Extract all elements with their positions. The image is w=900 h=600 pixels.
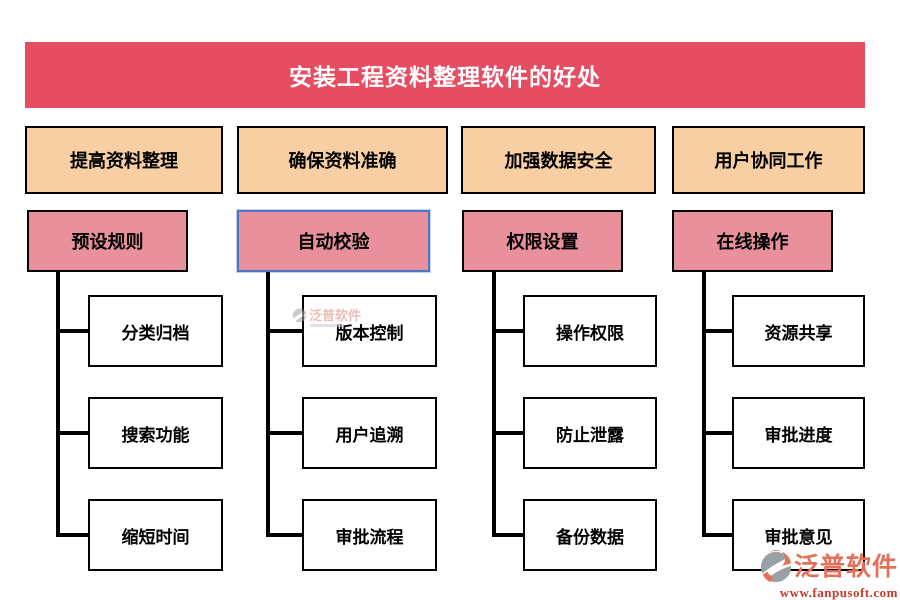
connector-stub [56,431,88,435]
connector-stub [266,533,302,537]
connector-trunk [492,270,496,537]
leaf-box[interactable]: 资源共享 [732,295,865,367]
connector-stub [266,329,302,333]
brand-name: 泛普软件 [793,552,898,581]
column-header-label: 确保资料准确 [288,151,397,171]
page-title: 安装工程资料整理软件的好处 [289,64,601,90]
leaf-box[interactable]: 缩短时间 [88,499,223,571]
branding: 泛普软件 www.fanpusoft.com [752,550,898,599]
leaf-box[interactable]: 操作权限 [523,295,657,367]
leaf-box[interactable]: 审批流程 [302,499,437,571]
column-header-label: 用户协同工作 [714,151,823,171]
leaf-label: 搜索功能 [121,425,190,445]
connector-stub [56,533,88,537]
connector-stub [702,329,732,333]
column-sub-box[interactable]: 权限设置 [462,210,623,272]
column-sub-box-selected[interactable]: 自动校验 [237,210,430,272]
connector-stub [492,431,523,435]
column-header-box[interactable]: 加强数据安全 [461,126,656,194]
leaf-box[interactable]: 版本控制 [302,295,437,367]
column-sub-box[interactable]: 在线操作 [672,210,833,272]
leaf-box[interactable]: 分类归档 [88,295,223,367]
column-header-box[interactable]: 确保资料准确 [237,126,448,194]
column-header-box[interactable]: 用户协同工作 [672,126,865,194]
leaf-label: 备份数据 [556,527,624,547]
column-header-label: 加强数据安全 [504,151,613,171]
leaf-label: 分类归档 [121,323,190,343]
leaf-box[interactable]: 搜索功能 [88,397,223,469]
leaf-box[interactable]: 审批进度 [732,397,865,469]
leaf-label: 审批进度 [764,425,833,445]
column-sub-label: 在线操作 [716,232,789,252]
connector-trunk [56,270,60,537]
leaf-box[interactable]: 用户追溯 [302,397,437,469]
leaf-label: 版本控制 [335,323,404,343]
leaf-label: 用户追溯 [335,425,404,445]
column-header-label: 提高资料整理 [70,151,178,171]
column-sub-box[interactable]: 预设规则 [27,210,188,272]
title-banner[interactable]: 安装工程资料整理软件的好处 [25,42,865,108]
leaf-box[interactable]: 防止泄露 [523,397,657,469]
brand-website[interactable]: www.fanpusoft.com [779,585,898,600]
leaf-label: 审批意见 [764,527,833,547]
connector-stub [56,329,88,333]
connector-stub [702,533,732,537]
connector-stub [266,431,302,435]
column-header-box[interactable]: 提高资料整理 [25,126,223,194]
fanpu-logo-icon [760,550,792,583]
connector-stub [492,533,523,537]
column-sub-label: 预设规则 [71,232,144,252]
connector-trunk [702,270,706,537]
leaf-label: 资源共享 [764,323,833,343]
leaf-box[interactable]: 备份数据 [523,499,657,571]
connector-trunk [266,272,270,537]
column-sub-label: 权限设置 [506,232,579,252]
leaf-box[interactable]: 审批意见 [732,499,865,571]
leaf-label: 操作权限 [556,323,624,343]
leaf-label: 缩短时间 [121,527,190,547]
connector-stub [492,329,523,333]
connector-stub [702,431,732,435]
column-sub-label: 自动校验 [297,232,370,252]
leaf-label: 审批流程 [335,527,404,547]
leaf-label: 防止泄露 [556,425,624,445]
